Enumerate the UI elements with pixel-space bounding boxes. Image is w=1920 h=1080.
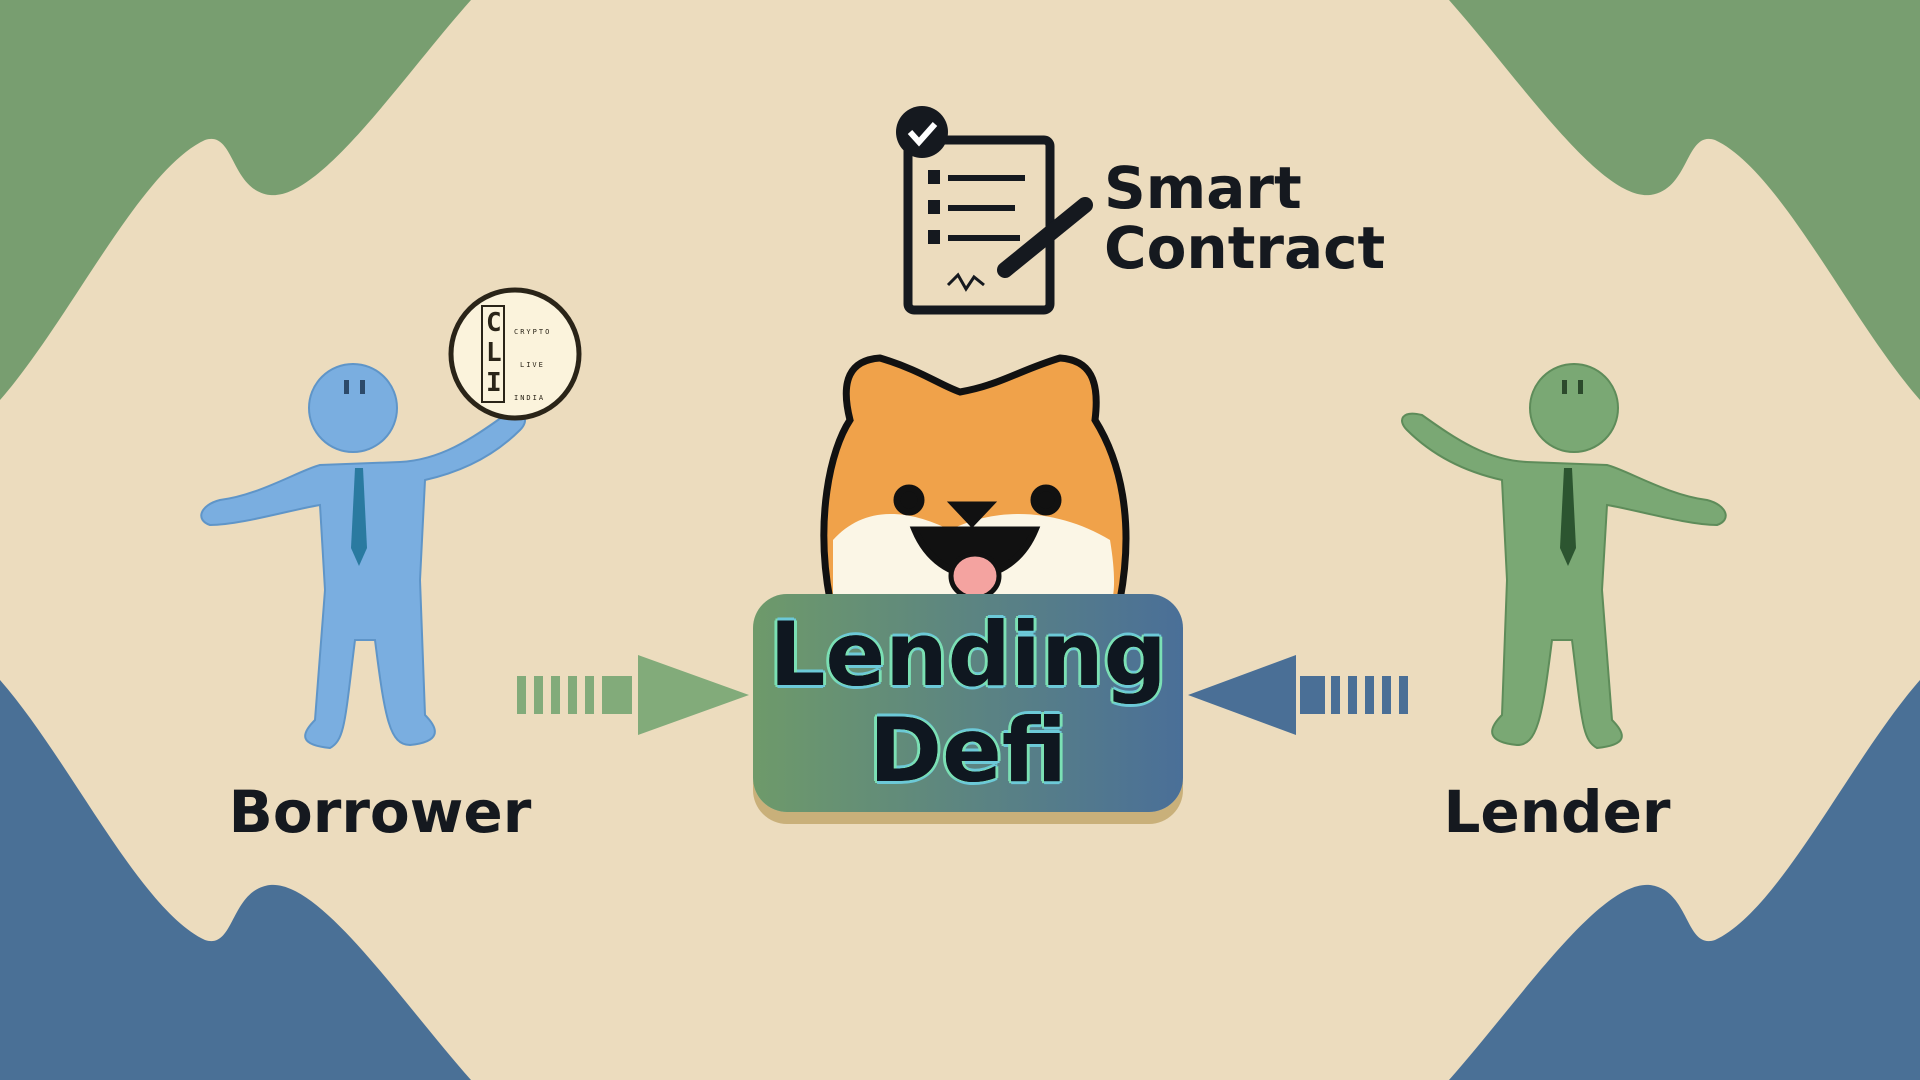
smart-contract-line1: Smart xyxy=(1104,154,1302,222)
lender-figure xyxy=(1401,363,1727,750)
corner-blob-bottom-left xyxy=(0,680,471,1080)
coin-icon xyxy=(448,287,582,421)
arrow-right-green xyxy=(517,655,749,735)
coin-lettering: C L I CRYPTO LIVE INDIA xyxy=(462,296,574,408)
coin-letter: I xyxy=(486,368,502,398)
contract-icon xyxy=(896,106,1093,315)
smart-contract-label: Smart Contract xyxy=(1104,158,1385,278)
title-line1: Lending xyxy=(769,603,1167,706)
coin-word: LIVE xyxy=(520,361,545,369)
lender-label: Lender xyxy=(1443,778,1671,846)
title-line2: Defi xyxy=(869,699,1067,802)
lending-defi-box: Lending Defi xyxy=(753,594,1183,812)
shiba-dog-icon xyxy=(820,354,1130,604)
borrower-label: Borrower xyxy=(228,778,532,846)
corner-blob-top-left xyxy=(0,0,471,400)
corner-blob-bottom-right xyxy=(1449,680,1920,1080)
coin-word: INDIA xyxy=(514,394,546,402)
borrower-figure xyxy=(200,363,526,750)
coin-letter: L xyxy=(486,338,502,368)
coin-word: CRYPTO xyxy=(514,328,552,336)
coin-letter: C xyxy=(486,308,502,338)
arrow-left-blue xyxy=(1188,655,1408,735)
corner-blob-top-right xyxy=(1449,0,1920,400)
smart-contract-line2: Contract xyxy=(1104,214,1386,282)
